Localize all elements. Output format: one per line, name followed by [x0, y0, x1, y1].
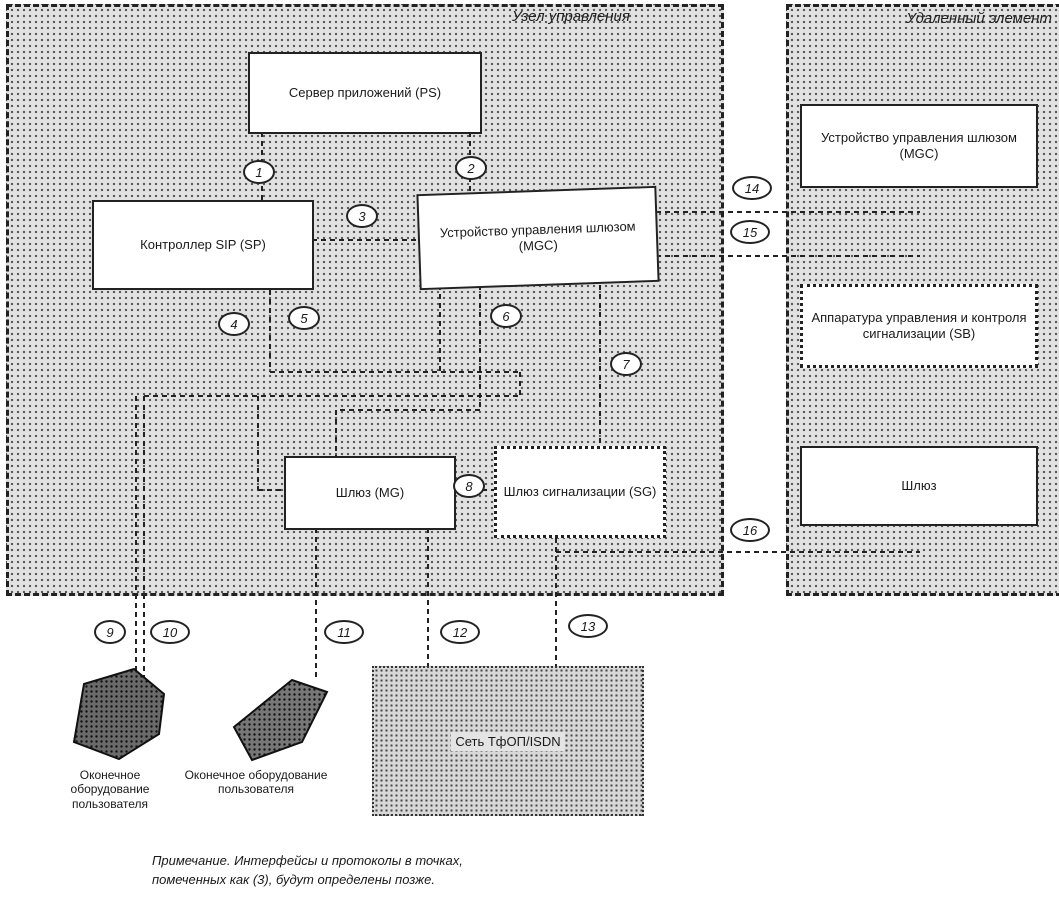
badge-15: 15 [730, 220, 770, 244]
control-node-title: Узел управления [512, 8, 630, 25]
signaling-gateway-box: Шлюз сигнализации (SG) [494, 446, 666, 538]
badge-4: 4 [218, 312, 250, 336]
gateway-controller-box: Устройство управления шлюзом (MGC) [416, 185, 660, 291]
badge-7: 7 [610, 352, 642, 376]
remote-gateway-controller-box: Устройство управления шлюзом (MGC) [800, 104, 1038, 188]
badge-12: 12 [440, 620, 480, 644]
remote-element-title: Удаленный элемент [906, 10, 1052, 27]
pstn-network-area: Сеть ТфОП/ISDN [372, 666, 644, 816]
sip-controller-box: Контроллер SIP (SP) [92, 200, 314, 290]
remote-gateway-box: Шлюз [800, 446, 1038, 526]
badge-5: 5 [288, 306, 320, 330]
badge-2: 2 [455, 156, 487, 180]
footnote-line-2: помеченных как (3), будут определены поз… [152, 871, 435, 887]
badge-14: 14 [732, 176, 772, 200]
terminal-equipment-2-icon [232, 678, 329, 762]
badge-10: 10 [150, 620, 190, 644]
application-server-box: Сервер приложений (PS) [248, 52, 482, 134]
badge-3: 3 [346, 204, 378, 228]
footnote: Примечание. Интерфейсы и протоколы в точ… [152, 852, 712, 890]
badge-16: 16 [730, 518, 770, 542]
terminal-equipment-1-icon [72, 667, 166, 761]
pstn-network-label: Сеть ТфОП/ISDN [451, 731, 565, 751]
remote-signaling-control-box: Аппаратура управления и контроля сигнали… [800, 284, 1038, 368]
terminal-equipment-1-label: Оконечное оборудование пользователя [70, 768, 150, 811]
badge-9: 9 [94, 620, 126, 644]
badge-6: 6 [490, 304, 522, 328]
badge-8: 8 [453, 474, 485, 498]
terminal-equipment-2-label: Оконечное оборудование пользователя [184, 768, 328, 797]
badge-11: 11 [324, 620, 364, 644]
badge-1: 1 [243, 160, 275, 184]
footnote-line-1: Примечание. Интерфейсы и протоколы в точ… [152, 853, 463, 868]
media-gateway-box: Шлюз (MG) [284, 456, 456, 530]
badge-13: 13 [568, 614, 608, 638]
